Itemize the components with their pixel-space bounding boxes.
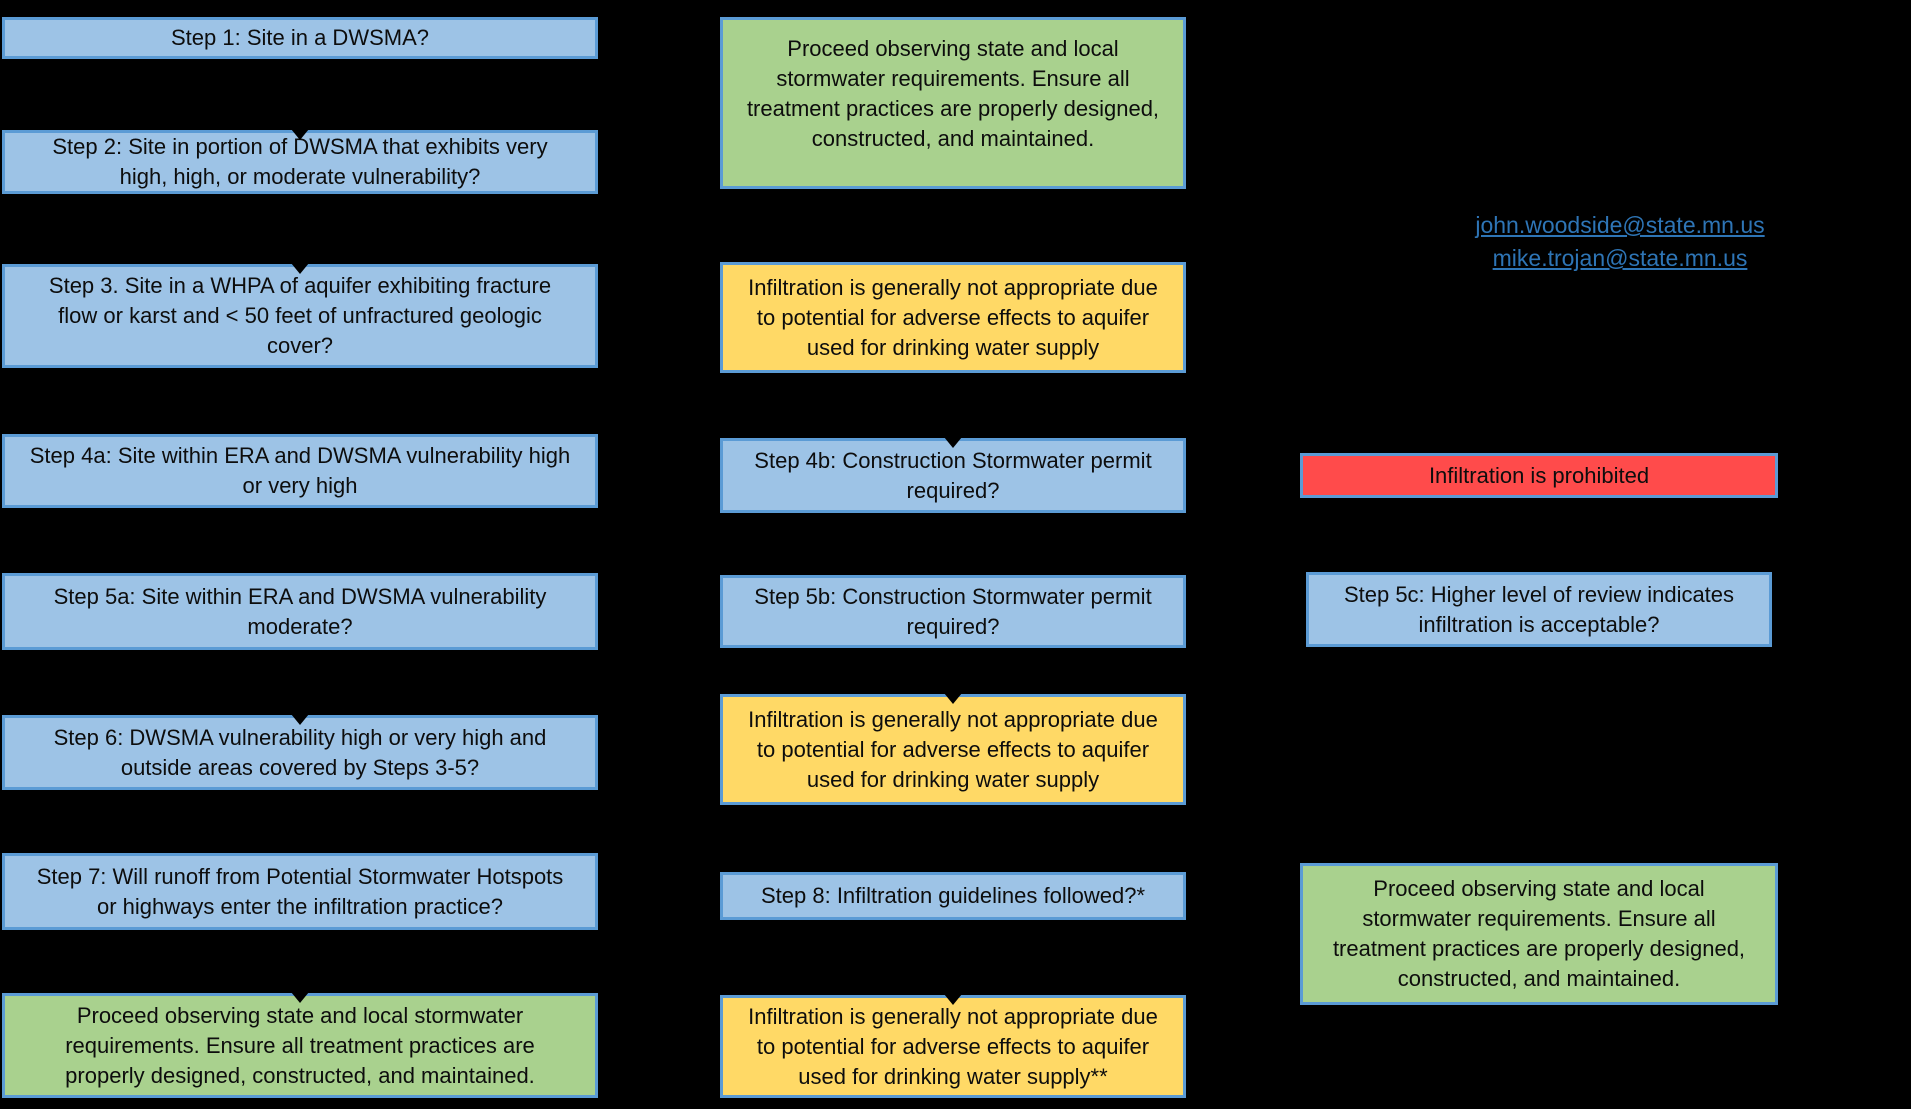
email-link-john-woodside[interactable]: john.woodside@state.mn.us bbox=[1475, 212, 1765, 238]
step-6-box: Step 6: DWSMA vulnerability high or very… bbox=[2, 715, 598, 790]
step-5a-box: Step 5a: Site within ERA and DWSMA vulne… bbox=[2, 573, 598, 650]
outcome-infiltration-prohibited-box: Infiltration is prohibited bbox=[1300, 453, 1778, 498]
contact-links: john.woodside@state.mn.us mike.trojan@st… bbox=[1455, 209, 1785, 275]
step-4a-box: Step 4a: Site within ERA and DWSMA vulne… bbox=[2, 434, 598, 508]
outcome-proceed-top-box: Proceed observing state and local stormw… bbox=[720, 17, 1186, 189]
step-5c-box: Step 5c: Higher level of review indicate… bbox=[1306, 572, 1772, 647]
outcome-not-appropriate-box-3: Infiltration is generally not appropriat… bbox=[720, 995, 1186, 1098]
step-8-box: Step 8: Infiltration guidelines followed… bbox=[720, 872, 1186, 920]
outcome-proceed-bottom-left-box: Proceed observing state and local stormw… bbox=[2, 993, 598, 1098]
step-1-box: Step 1: Site in a DWSMA? bbox=[2, 17, 598, 59]
outcome-not-appropriate-box-1: Infiltration is generally not appropriat… bbox=[720, 262, 1186, 373]
email-link-mike-trojan[interactable]: mike.trojan@state.mn.us bbox=[1492, 245, 1748, 271]
step-5b-box: Step 5b: Construction Stormwater permit … bbox=[720, 575, 1186, 648]
outcome-proceed-right-box: Proceed observing state and local stormw… bbox=[1300, 863, 1778, 1005]
outcome-not-appropriate-box-2: Infiltration is generally not appropriat… bbox=[720, 694, 1186, 805]
step-7-box: Step 7: Will runoff from Potential Storm… bbox=[2, 853, 598, 930]
step-2-box: Step 2: Site in portion of DWSMA that ex… bbox=[2, 130, 598, 194]
step-4b-box: Step 4b: Construction Stormwater permit … bbox=[720, 438, 1186, 513]
step-3-box: Step 3. Site in a WHPA of aquifer exhibi… bbox=[2, 264, 598, 368]
